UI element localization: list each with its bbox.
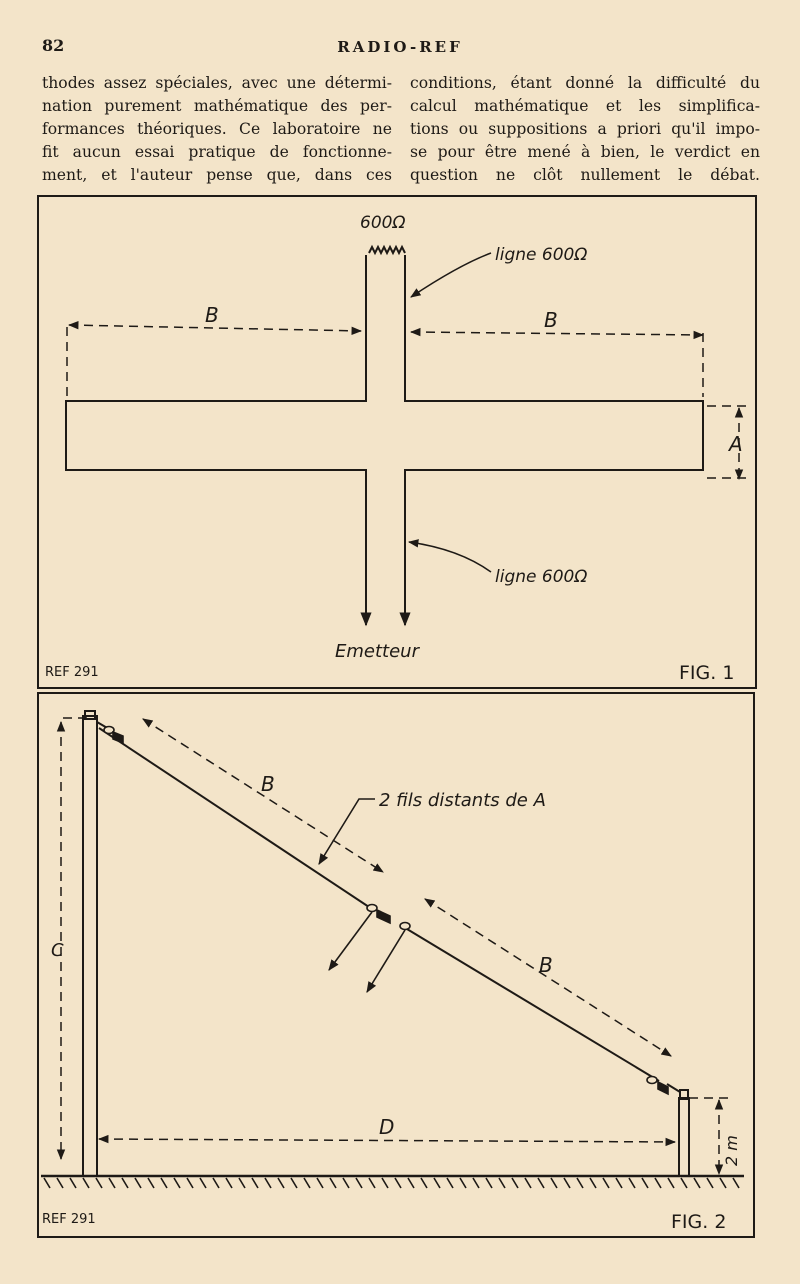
line-top-label: ligne 600Ω: [495, 245, 587, 265]
dim-b-left: B: [205, 303, 219, 327]
mast-height-label: C: [51, 940, 64, 961]
distance-label: D: [379, 1115, 394, 1139]
tall-mast: [82, 715, 98, 1177]
figure-2: B 2 fils distants de A B C D 2 m REF 291…: [37, 692, 755, 1238]
dim-b-right: B: [544, 308, 558, 332]
terminator-label: 600Ω: [360, 213, 405, 233]
text-line: calcul mathématique et les simplifica-: [410, 97, 760, 115]
ref-label: REF 291: [42, 1212, 96, 1227]
feed-label: Emetteur: [335, 641, 421, 662]
ground: [41, 1174, 744, 1189]
text-line: tions ou suppositions a priori qu'il imp…: [410, 120, 760, 138]
text-line: ment, et l'auteur pense que, dans ces: [42, 166, 392, 184]
dim-b-upper: B: [261, 772, 275, 796]
line-bottom-label: ligne 600Ω: [495, 567, 587, 587]
dim-a: A: [727, 432, 743, 456]
page-number: 82: [42, 36, 65, 55]
running-head: RADIO-REF: [337, 38, 463, 56]
text-line: fit aucun essai pratique de fonctionne-: [42, 143, 392, 161]
wires-label: 2 fils distants de A: [379, 790, 546, 811]
short-mast: [678, 1097, 690, 1177]
figure-label: FIG. 1: [679, 662, 734, 684]
figure-1: 600Ω ligne 600Ω B B A ligne 600Ω Emetteu…: [37, 195, 757, 689]
text-line: conditions, étant donné la difficulté du: [410, 74, 760, 92]
text-line: thodes assez spéciales, avec une détermi…: [42, 74, 392, 92]
figure-2-drawing: B 2 fils distants de A B C D 2 m REF 291…: [41, 710, 744, 1233]
text-line: se pour être mené à bien, le verdict en: [410, 143, 760, 161]
resistor-zigzag: [368, 244, 406, 256]
short-mast-label: 2 m: [722, 1135, 741, 1166]
text-line: question ne clôt nullement le débat.: [410, 166, 760, 184]
ref-label: REF 291: [45, 665, 99, 680]
figure-label: FIG. 2: [671, 1211, 726, 1233]
text-column-left: thodes assez spéciales, avec une détermi…: [42, 72, 392, 187]
text-line: nation purement mathématique des per-: [42, 97, 392, 115]
text-line: formances théoriques. Ce laboratoire ne: [42, 120, 392, 138]
antenna-outline: [65, 255, 704, 615]
figure-1-drawing: 600Ω ligne 600Ω B B A ligne 600Ω Emetteu…: [45, 213, 749, 684]
dim-b-lower: B: [539, 953, 553, 977]
text-column-right: conditions, étant donné la difficulté du…: [410, 72, 760, 187]
